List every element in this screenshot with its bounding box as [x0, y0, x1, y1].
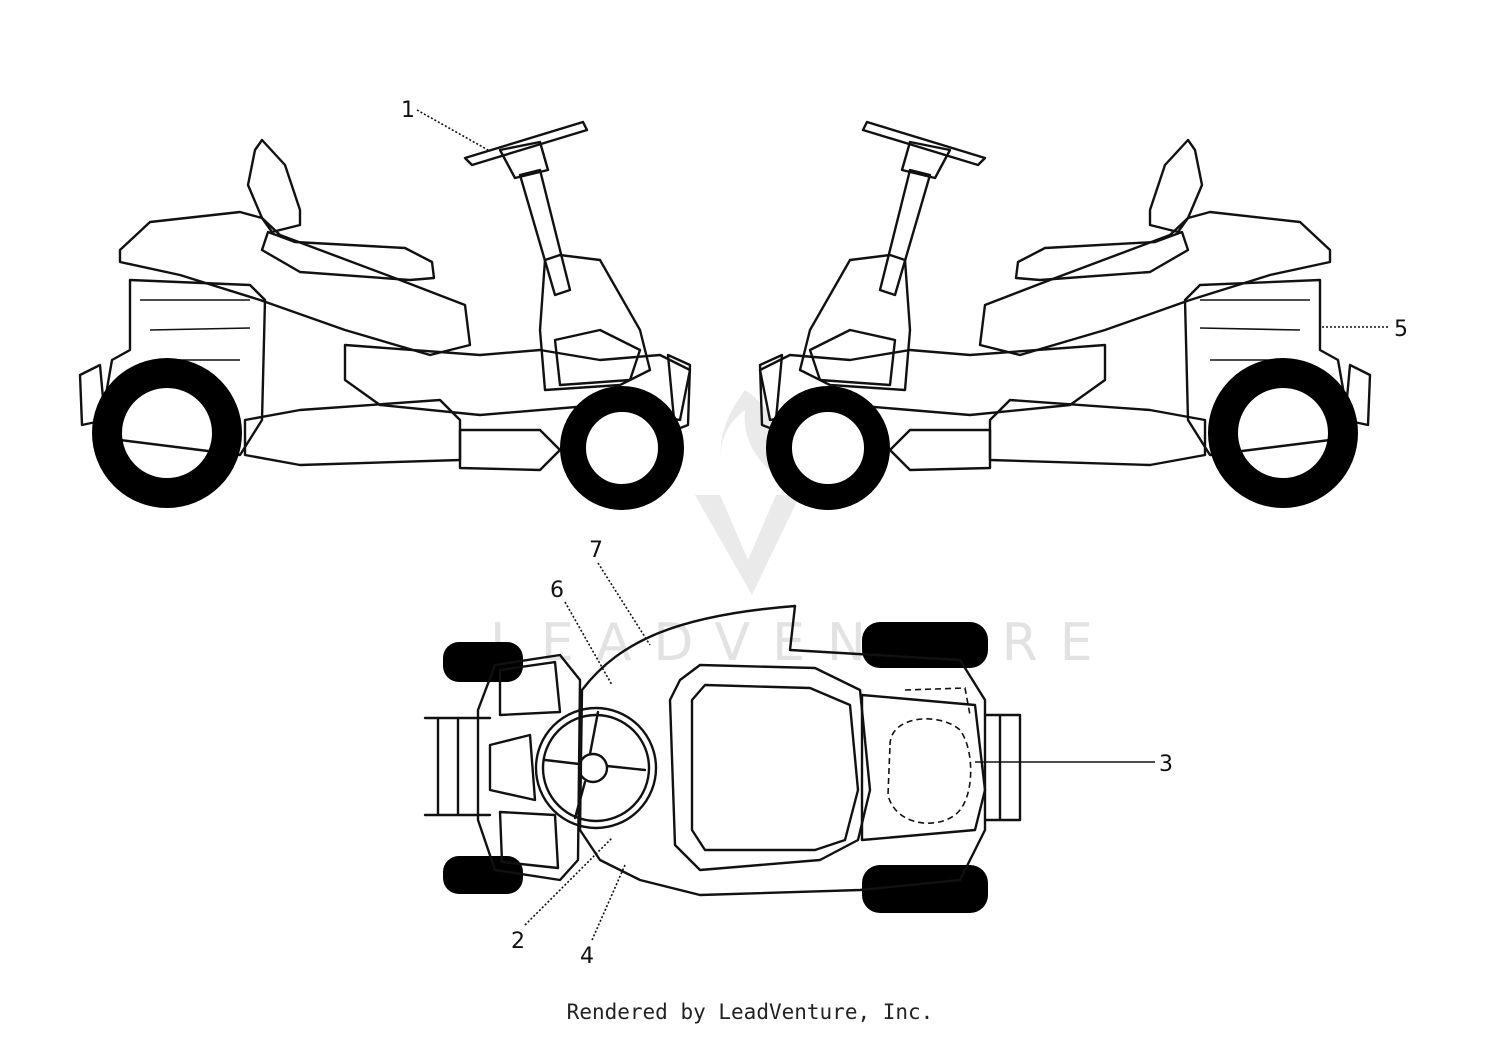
callout-7: 7 [589, 538, 603, 563]
callout-4: 4 [580, 944, 594, 969]
right-side-view [758, 120, 1372, 510]
leadventure-logo-icon [695, 390, 800, 595]
top-view [423, 604, 1022, 913]
callout-leaders [416, 109, 1388, 941]
callout-2: 2 [511, 929, 525, 954]
callout-1: 1 [401, 98, 415, 123]
left-side-view [78, 120, 692, 510]
watermark-text: LEADVENTURE [490, 613, 1115, 673]
callout-3: 3 [1159, 752, 1173, 777]
callout-5: 5 [1394, 317, 1408, 342]
footer-credit: Rendered by LeadVenture, Inc. [566, 1000, 934, 1024]
callout-6: 6 [550, 578, 564, 603]
